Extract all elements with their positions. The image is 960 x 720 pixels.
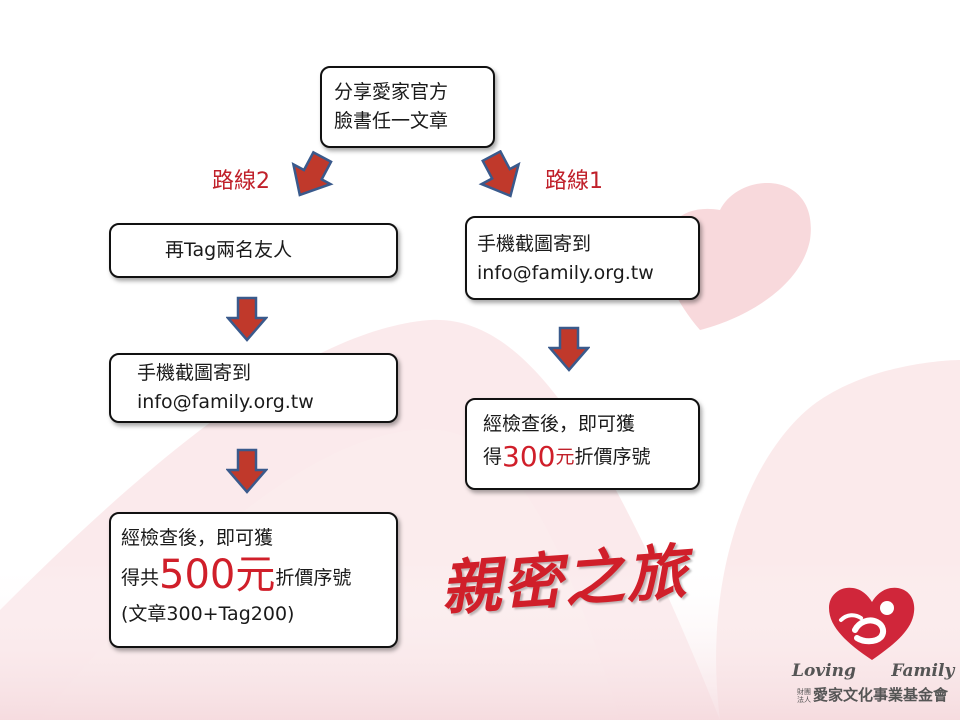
family-heart-logo-icon: [829, 587, 915, 660]
route1-step2-box: 經檢查後，即可獲 得300元折價序號: [465, 398, 700, 490]
route2-step3-box: 經檢查後，即可獲 得共500元折價序號 (文章300+Tag200): [109, 512, 398, 648]
route2-step1-text: 再Tag兩名友人: [165, 239, 293, 261]
route2-step3-suffix: 折價序號: [275, 567, 352, 589]
campaign-title: 親密之旅: [438, 537, 691, 625]
route2-step2-line1: 手機截圖寄到: [137, 362, 252, 384]
route1-step1-box: 手機截圖寄到 info@family.org.tw: [465, 216, 700, 300]
route2-step3-prefix: 得共: [121, 567, 160, 589]
arrow-route2-step2-to-step3: [226, 448, 268, 494]
route2-step3-amount: 500元: [159, 552, 276, 598]
start-box-line2: 臉書任一文章: [334, 110, 449, 132]
route1-step2-prefix: 得: [483, 446, 503, 468]
route1-step2-unit: 元: [555, 446, 575, 468]
route2-label: 路線2: [212, 169, 270, 194]
route1-step2-line1: 經檢查後，即可獲: [483, 413, 636, 435]
arrow-route1-step1-to-step2: [548, 326, 590, 372]
logo-org-name: 愛家文化事業基金會: [813, 686, 949, 704]
logo-tagline-right: Family: [891, 661, 955, 681]
start-box-line1: 分享愛家官方: [334, 81, 449, 103]
route2-step2-box: 手機截圖寄到 info@family.org.tw: [109, 353, 398, 423]
logo-tagline-left: Loving: [792, 661, 856, 681]
route1-step1-email: info@family.org.tw: [477, 262, 654, 284]
route1-step2-amount: 300: [502, 440, 556, 473]
arrow-start-to-route1: [478, 150, 521, 198]
route1-step2-suffix: 折價序號: [574, 446, 651, 468]
route2-step1-box: 再Tag兩名友人: [109, 223, 398, 278]
logo-tagline: Loving Family: [792, 661, 954, 681]
arrow-route2-step1-to-step2: [226, 296, 268, 342]
route2-step3-breakdown: (文章300+Tag200): [121, 603, 295, 625]
route2-step3-line1: 經檢查後，即可獲: [121, 527, 274, 549]
arrow-start-to-route2: [291, 150, 334, 197]
route1-step1-line1: 手機截圖寄到: [477, 233, 592, 255]
start-box: 分享愛家官方 臉書任一文章: [320, 66, 495, 148]
route1-label: 路線1: [545, 169, 603, 194]
logo-org-prefix: 財團法人: [797, 688, 811, 704]
route2-step2-email: info@family.org.tw: [137, 391, 314, 413]
